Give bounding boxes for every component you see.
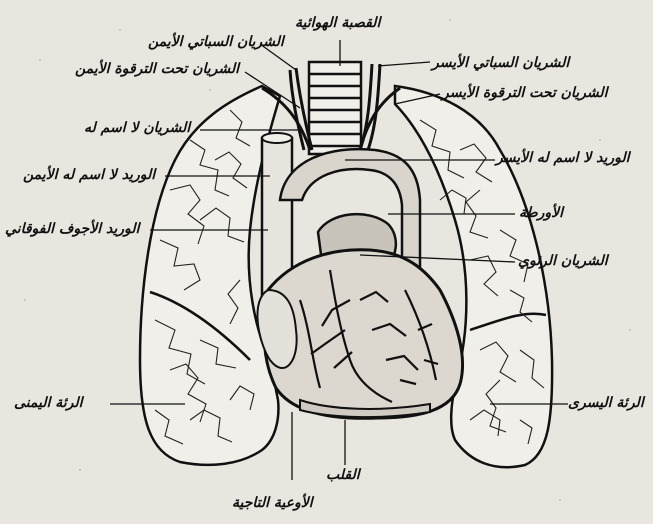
vena-cava-opening [262,133,292,143]
label-innominate-artery: الشريان لا اسم له [84,121,190,135]
label-right-common-carotid: الشريان السباتي الأيمن [148,35,284,49]
label-superior-vena-cava: الوريد الأجوف الفوقاني [5,222,139,236]
label-left-subclavian: الشريان تحت الترقوة الأيسر [442,86,607,100]
label-right-subclavian: الشريان تحت الترقوة الأيمن [75,62,239,76]
label-right-innominate-vein: الوريد لا اسم له الأيمن [23,168,155,182]
label-right-lung: الرئة اليمنى [14,396,83,410]
right-lung-outline [140,86,280,465]
label-aorta: الأورطة [519,206,563,220]
label-trachea: القصبة الهوائية [295,16,380,30]
label-left-innominate-vein: الوريد لا اسم له الأيسر [496,151,630,165]
trachea-drawing [309,62,361,154]
label-heart: القلب [326,468,360,482]
label-left-common-carotid: الشريان السباتي الأيسر [432,56,569,70]
label-coronary-vessels: الأوعية التاجية [232,496,313,510]
label-left-lung: الرئة اليسرى [568,396,644,410]
label-pulmonary-artery: الشريان الرئوي [518,254,608,268]
